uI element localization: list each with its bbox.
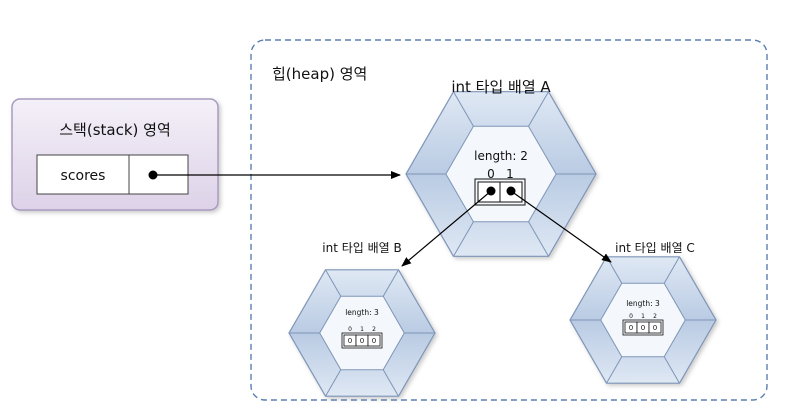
hex-a-spoke — [528, 221, 549, 257]
hex-a-spoke — [453, 91, 474, 127]
array-b-index-2: 2 — [372, 326, 376, 333]
scores-variable-name: scores — [61, 168, 106, 184]
stack-title: 스택(stack) 영역 — [59, 121, 171, 139]
array-c-index-2: 2 — [653, 313, 657, 320]
array-b-value-0: 0 — [348, 337, 352, 345]
array-c-value-1: 0 — [641, 324, 645, 332]
array-b-value-2: 0 — [372, 337, 376, 345]
hex-b-spoke — [325, 369, 342, 397]
hex-c-spoke — [663, 256, 680, 284]
hexagon-array-a — [405, 91, 597, 257]
array-b-frame — [341, 332, 383, 349]
array-a-length: length: 2 — [474, 149, 528, 163]
hex-b-spoke — [382, 369, 399, 397]
array-b-value-1: 0 — [360, 337, 364, 345]
hex-a-inner — [445, 125, 557, 223]
hex-a-spoke — [528, 91, 549, 127]
array-c-length: length: 3 — [626, 299, 660, 308]
hex-a-spoke — [453, 221, 474, 257]
heap-region — [250, 39, 768, 401]
array-b-index-1: 1 — [360, 326, 364, 333]
array-a-label: int 타입 배열 A — [451, 78, 551, 96]
array-c-value-0: 0 — [629, 324, 633, 332]
array-c-label: int 타입 배열 C — [615, 241, 695, 255]
array-b-cell-2 — [367, 334, 381, 347]
array-a-index-1: 1 — [506, 167, 514, 181]
hex-b-spoke — [382, 269, 399, 297]
array-c-index-1: 1 — [641, 313, 645, 320]
hex-c-spoke — [606, 356, 623, 384]
array-b-index-0: 0 — [348, 326, 352, 333]
array-c-cell-2 — [648, 321, 662, 334]
heap-title: 힙(heap) 영역 — [272, 65, 367, 83]
array-c-index-0: 0 — [629, 313, 633, 320]
array-c-value-2: 0 — [653, 324, 657, 332]
array-b-length: length: 3 — [345, 308, 379, 317]
stack-region: 스택(stack) 영역 scores — [11, 98, 219, 211]
array-a-index-0: 0 — [487, 167, 495, 181]
hex-c-spoke — [663, 356, 680, 384]
arrow-a0-to-b — [401, 190, 492, 267]
arrow-a1-to-c — [510, 190, 612, 263]
array-b-label: int 타입 배열 B — [322, 241, 401, 255]
hex-b-spoke — [325, 269, 342, 297]
array-c-frame — [622, 319, 664, 336]
